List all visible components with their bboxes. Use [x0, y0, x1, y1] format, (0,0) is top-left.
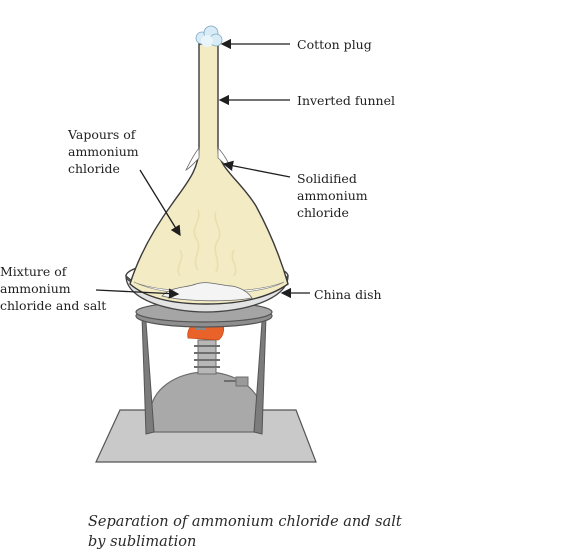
- vapour-wisps: [177, 209, 237, 277]
- label-inverted-funnel: Inverted funnel: [297, 93, 395, 108]
- figure-caption: Separation of ammonium chloride and salt…: [88, 514, 402, 550]
- pointer-arrows: [95, 38, 310, 299]
- label-mixture: Mixture of ammonium chloride and salt: [0, 264, 107, 313]
- label-china-dish: China dish: [314, 287, 382, 302]
- cotton-plug: [195, 25, 223, 47]
- burner-knob: [235, 376, 249, 387]
- arrow-mixture: [95, 288, 180, 299]
- burner-column: [194, 339, 220, 375]
- label-solidified: Solidified ammonium chloride: [297, 171, 368, 220]
- arrow-solidified: [222, 160, 291, 178]
- label-vapours: Vapours of ammonium chloride: [68, 127, 139, 176]
- inverted-funnel: [129, 43, 289, 305]
- label-cotton-plug: Cotton plug: [297, 37, 372, 52]
- mixture-pile: [161, 282, 253, 302]
- arrow-vapours: [139, 169, 181, 237]
